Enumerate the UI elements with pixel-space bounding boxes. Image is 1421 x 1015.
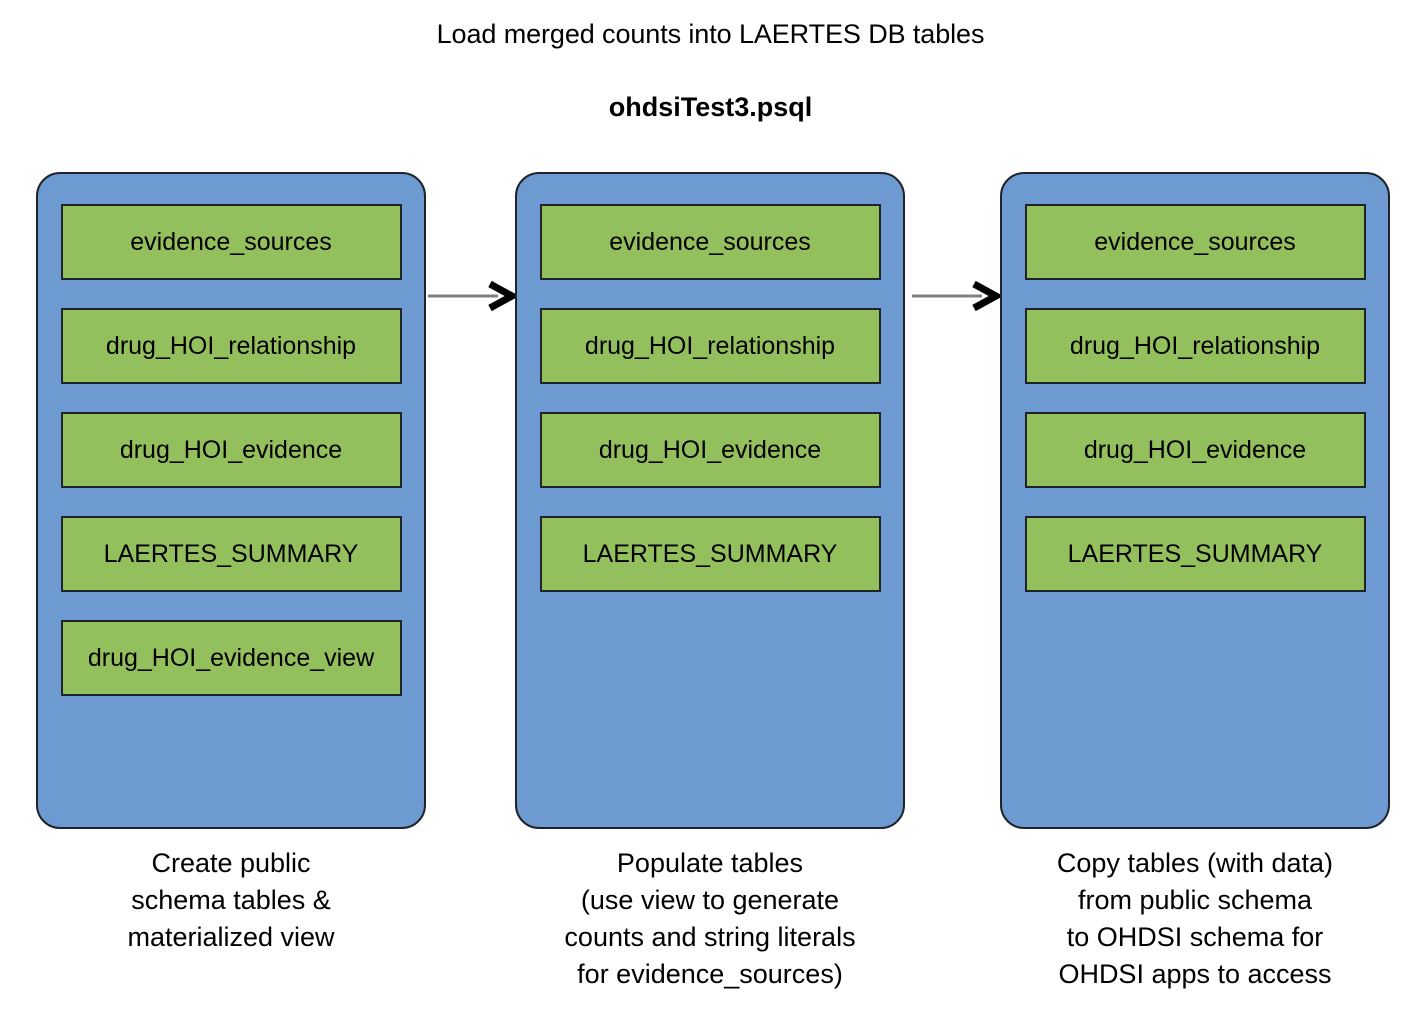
table-row[interactable]: drug_HOI_relationship <box>1024 308 1366 384</box>
stage-group-3: evidence_sources drug_HOI_relationship d… <box>1000 172 1390 829</box>
table-name-label: evidence_sources <box>609 228 811 256</box>
table-row[interactable]: LAERTES_SUMMARY <box>60 516 402 592</box>
stage-caption-1: Create public schema tables & materializ… <box>127 848 335 952</box>
arrow-right-icon <box>428 280 518 312</box>
table-row[interactable]: evidence_sources <box>1024 204 1366 280</box>
table-name-label: drug_HOI_evidence <box>1083 436 1307 464</box>
table-row[interactable]: drug_HOI_relationship <box>60 308 402 384</box>
table-row[interactable]: LAERTES_SUMMARY <box>539 516 881 592</box>
stage-group-2: evidence_sources drug_HOI_relationship d… <box>515 172 905 829</box>
table-name-label: drug_HOI_evidence <box>598 436 822 464</box>
stage-group-1: evidence_sources drug_HOI_relationship d… <box>36 172 426 829</box>
page-title: Load merged counts into LAERTES DB table… <box>436 19 985 49</box>
table-name-label: drug_HOI_evidence_view <box>87 644 375 672</box>
table-row[interactable]: LAERTES_SUMMARY <box>1024 516 1366 592</box>
script-name-subtitle: ohdsiTest3.psql <box>608 92 813 122</box>
stage-caption-3: Copy tables (with data) from public sche… <box>1056 848 1334 989</box>
arrow-right-icon <box>912 280 1002 312</box>
table-name-label: evidence_sources <box>130 228 332 256</box>
table-name-label: evidence_sources <box>1094 228 1296 256</box>
table-row[interactable]: evidence_sources <box>60 204 402 280</box>
table-row[interactable]: drug_HOI_evidence <box>1024 412 1366 488</box>
stage-panel-3: evidence_sources drug_HOI_relationship d… <box>1000 172 1390 829</box>
table-name-label: LAERTES_SUMMARY <box>1067 540 1323 568</box>
table-row[interactable]: drug_HOI_evidence_view <box>60 620 402 696</box>
table-row[interactable]: drug_HOI_relationship <box>539 308 881 384</box>
stage-caption-2: Populate tables (use view to generate co… <box>564 848 856 989</box>
table-name-label: drug_HOI_relationship <box>1069 332 1321 360</box>
table-name-label: drug_HOI_relationship <box>584 332 836 360</box>
table-row[interactable]: drug_HOI_evidence <box>539 412 881 488</box>
table-name-label: LAERTES_SUMMARY <box>582 540 838 568</box>
table-name-label: drug_HOI_evidence <box>119 436 343 464</box>
table-row[interactable]: drug_HOI_evidence <box>60 412 402 488</box>
table-name-label: drug_HOI_relationship <box>105 332 357 360</box>
stage-panel-1: evidence_sources drug_HOI_relationship d… <box>36 172 426 829</box>
stage-panel-2: evidence_sources drug_HOI_relationship d… <box>515 172 905 829</box>
table-name-label: LAERTES_SUMMARY <box>103 540 359 568</box>
table-row[interactable]: evidence_sources <box>539 204 881 280</box>
